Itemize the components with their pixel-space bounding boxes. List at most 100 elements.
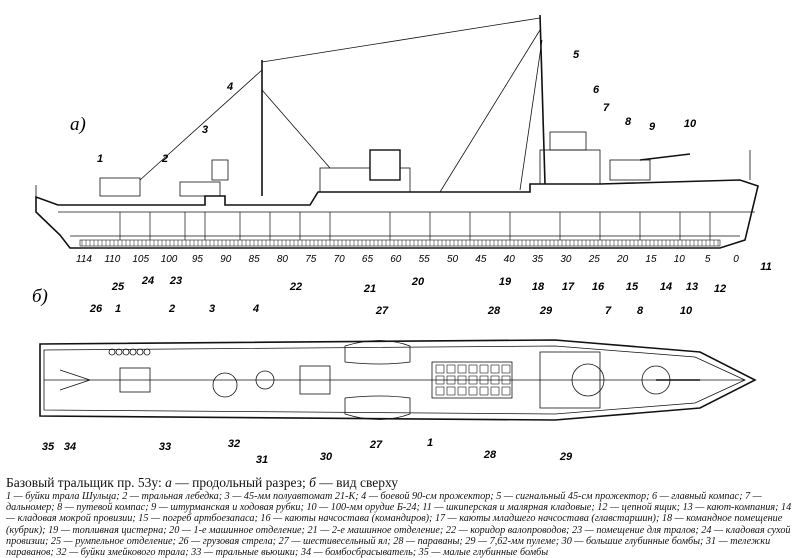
plan-deck-outline (39, 339, 757, 421)
station-number: 45 (475, 254, 487, 265)
plan-callout: 7 (605, 305, 612, 317)
profile-keel-ticks (81, 240, 719, 246)
station-number: 25 (588, 254, 601, 265)
boom-line (261, 89, 331, 169)
plan-callout: 10 (680, 305, 693, 317)
profile-callout: 1 (97, 153, 103, 165)
caption-title-main: Базовый тральщик пр. 53у: (6, 475, 162, 490)
plan-callout: 1 (427, 437, 433, 449)
plan-rangefinder (571, 363, 605, 397)
profile-callout: 20 (411, 276, 425, 288)
profile-callout: 5 (573, 49, 580, 61)
station-number: 30 (560, 254, 572, 265)
profile-hull (35, 179, 759, 249)
skylight-cell (479, 386, 489, 396)
plan-buoys (108, 348, 151, 356)
skylight-cell (468, 375, 478, 385)
midship-deckhouse (319, 167, 411, 193)
skylight-cell (446, 386, 456, 396)
plan-inner-outline (43, 345, 746, 415)
skylight-cell (446, 375, 456, 385)
wheelhouse (549, 131, 587, 151)
profile-bulkheads (119, 212, 711, 240)
plan-callout: 30 (320, 451, 333, 463)
skylight-grid (435, 364, 511, 396)
profile-callout: 21 (363, 283, 376, 295)
skylight-cell (446, 364, 456, 374)
fore-stay-aft (439, 29, 541, 193)
station-number: 55 (419, 254, 431, 265)
skylight-cell (468, 386, 478, 396)
skylight-cell (490, 364, 500, 374)
aft-stay (139, 69, 263, 181)
profile-callout: 24 (141, 275, 154, 287)
station-number: 5 (705, 254, 711, 265)
mast-stay (261, 17, 541, 63)
engine-skylight (431, 361, 513, 399)
buoy (122, 348, 130, 356)
plan-searchlight (255, 370, 275, 390)
skylight-cell (435, 364, 445, 374)
plan-trawl-winch (119, 367, 151, 393)
view-b-label: б) (32, 286, 48, 307)
station-number: 100 (161, 254, 178, 265)
plan-cargo-boom-2 (59, 379, 91, 391)
funnel (369, 149, 401, 181)
skylight-cell (457, 364, 467, 374)
station-number: 10 (674, 254, 686, 265)
skylight-cell (501, 375, 511, 385)
profile-callout: 6 (593, 84, 600, 96)
profile-callout: 4 (226, 81, 233, 93)
buoy (108, 348, 116, 356)
plan-callout: 2 (168, 303, 175, 315)
skylight-cell (457, 375, 467, 385)
profile-callout: 8 (625, 116, 632, 128)
profile-callout: 22 (289, 281, 302, 293)
station-number: 50 (447, 254, 459, 265)
skylight-cell (490, 386, 500, 396)
buoy (143, 348, 151, 356)
caption-title-a: а (165, 475, 172, 490)
plan-callout: 3 (209, 303, 215, 315)
plan-callout: 8 (637, 305, 644, 317)
station-number: 105 (132, 254, 149, 265)
profile-callout: 17 (562, 281, 575, 293)
plan-callout: 32 (228, 438, 240, 450)
whaleboat-port (344, 340, 411, 365)
profile-callout: 10 (684, 118, 697, 130)
profile-callout: 23 (169, 275, 182, 287)
station-number: 95 (192, 254, 204, 265)
aft-deckhouse (179, 181, 221, 197)
whaleboat-starboard (344, 395, 411, 420)
station-number: 80 (277, 254, 289, 265)
plan-callout: 28 (487, 305, 501, 317)
skylight-cell (501, 364, 511, 374)
plan-funnel-area (299, 365, 331, 395)
caption-legend: 1 — буйки трала Шульца; 2 — тральная леб… (6, 491, 792, 558)
skylight-cell (435, 386, 445, 396)
station-number: 20 (616, 254, 629, 265)
station-number: 0 (733, 254, 739, 265)
view-a-label: а) (70, 114, 86, 135)
bridge-structure (539, 149, 601, 185)
skylight-cell (501, 386, 511, 396)
profile-callout: 9 (649, 121, 656, 133)
profile-callout: 19 (499, 276, 512, 288)
profile-callout: 13 (686, 281, 698, 293)
skylight-cell (479, 364, 489, 374)
station-number: 85 (249, 254, 261, 265)
plan-cargo-boom (59, 369, 91, 381)
profile-callout: 3 (202, 124, 208, 136)
gun-barrel (639, 153, 691, 161)
profile-callout: 12 (714, 283, 726, 295)
skylight-cell (479, 375, 489, 385)
caption-title: Базовый тральщик пр. 53у: а — продольный… (6, 475, 796, 490)
skylight-cell (457, 386, 467, 396)
profile-keel-strip (79, 239, 721, 247)
buoy (129, 348, 137, 356)
station-number: 65 (362, 254, 374, 265)
profile-callout: 18 (532, 281, 545, 293)
